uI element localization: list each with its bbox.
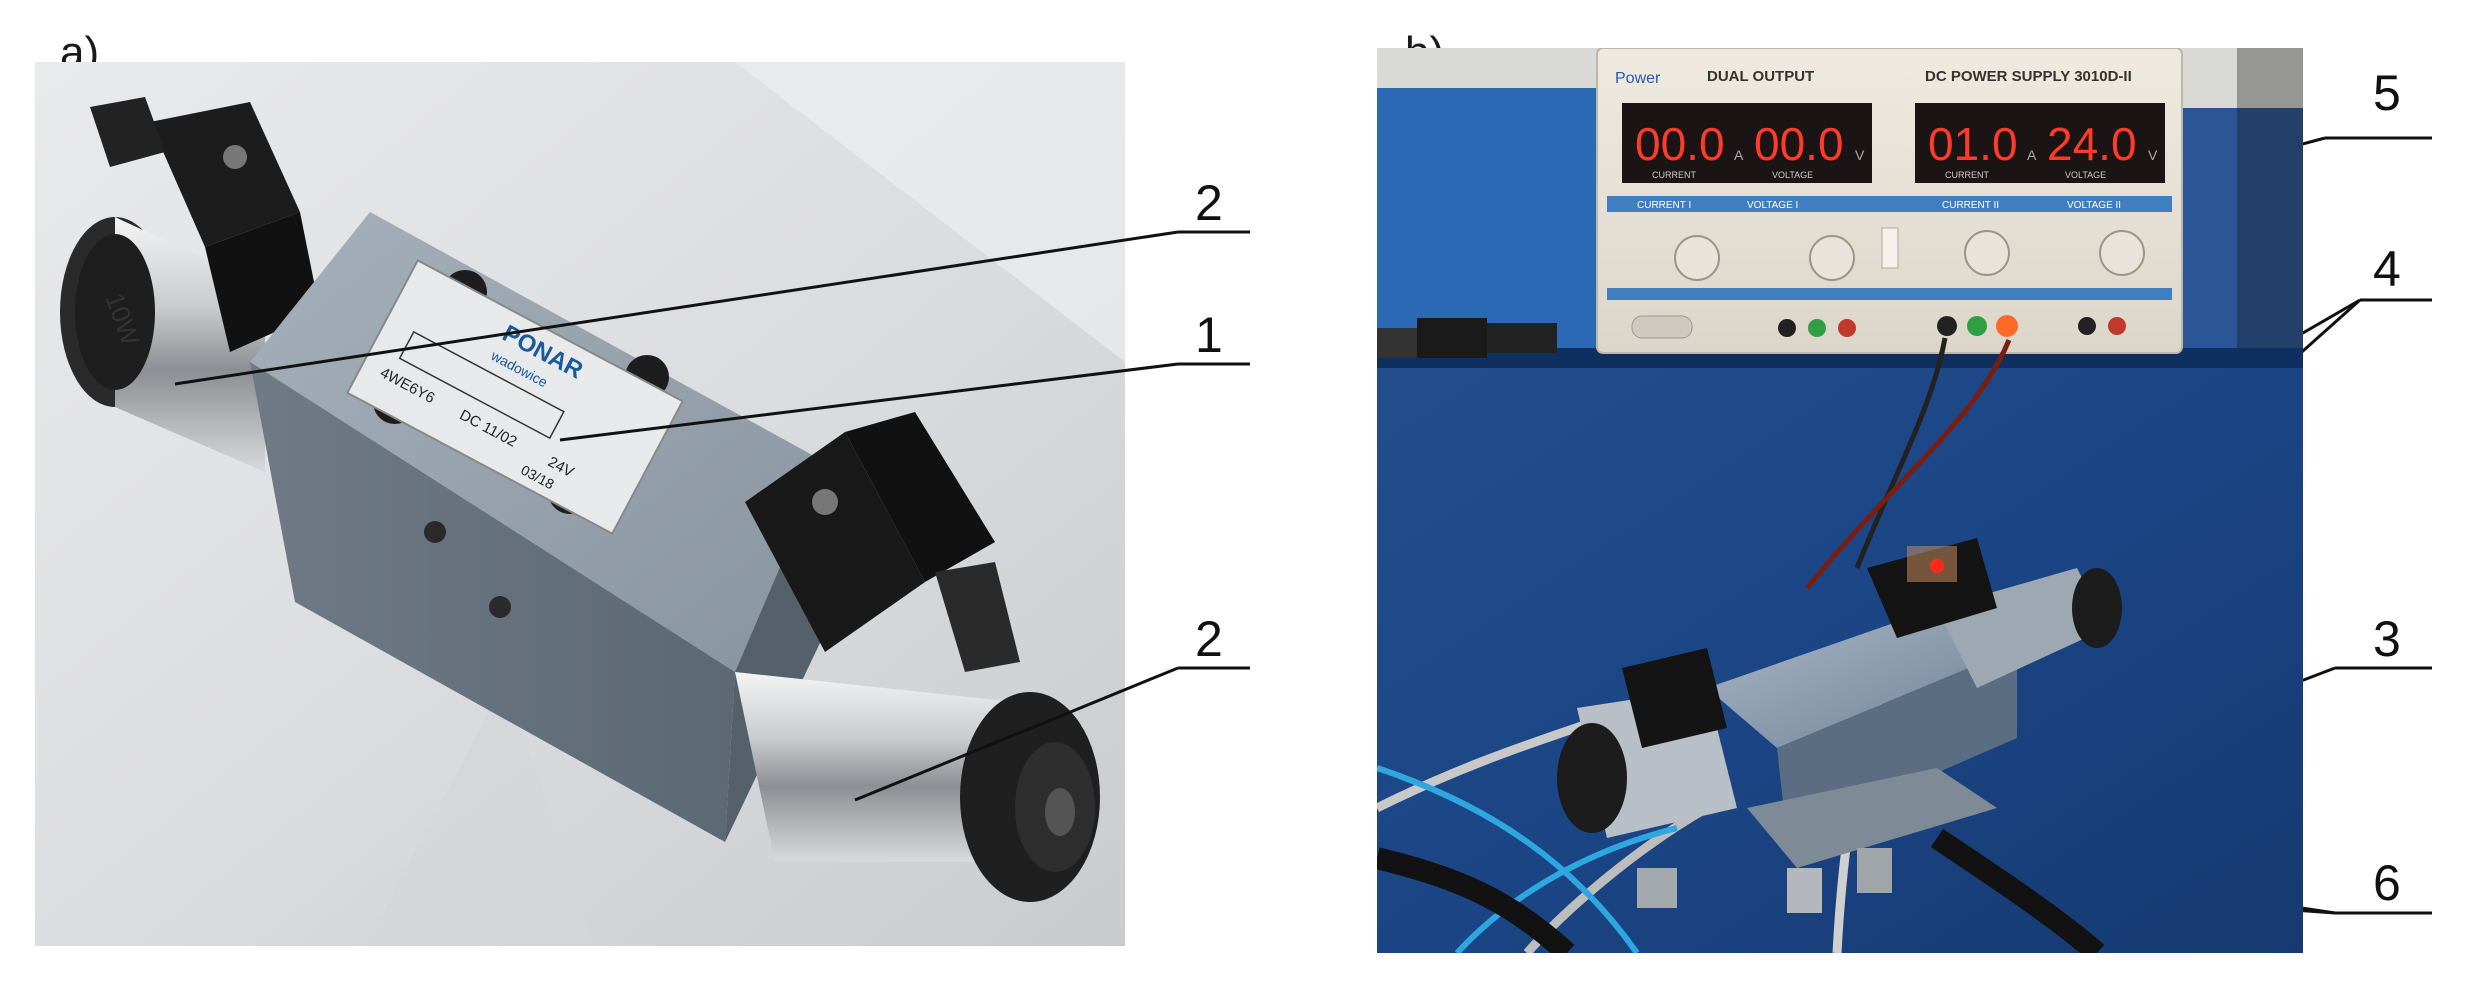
photo-b: Power DUAL OUTPUT DC POWER SUPPLY 3010D-…: [1377, 48, 2303, 953]
callout-b-5: 5: [2373, 65, 2401, 121]
svg-text:CURRENT: CURRENT: [1945, 170, 1990, 180]
svg-text:A: A: [2027, 147, 2037, 163]
svg-text:A: A: [1734, 147, 1744, 163]
power-supply: Power DUAL OUTPUT DC POWER SUPPLY 3010D-…: [1596, 48, 2183, 354]
right-connector: [745, 412, 1020, 672]
callout-a-2-upper: 2: [1195, 175, 1223, 231]
svg-text:VOLTAGE: VOLTAGE: [2065, 170, 2106, 180]
nameplate: PONAR wadowice 4WE6Y6 DC 11/02 24V 03/18: [345, 259, 685, 535]
svg-text:CURRENT I: CURRENT I: [1637, 200, 1691, 211]
svg-text:CURRENT II: CURRENT II: [1942, 200, 1999, 211]
display-1-voltage: 00.0: [1754, 118, 1844, 170]
svg-text:VOLTAGE II: VOLTAGE II: [2067, 200, 2121, 211]
right-coil: [735, 672, 1100, 902]
display-2-current: 01.0: [1928, 118, 2018, 170]
photo-a: 10W PONAR wadowice 4WE6: [35, 62, 1125, 946]
callout-line-a-2-lower: [854, 666, 1179, 802]
photo-a-illustration: 10W PONAR wadowice 4WE6: [35, 62, 1125, 946]
led-indicator: [1930, 559, 1944, 573]
callout-line-a-2-upper: [174, 230, 1179, 386]
svg-text:DUAL OUTPUT: DUAL OUTPUT: [1707, 68, 1814, 85]
display-1-current: 00.0: [1635, 118, 1725, 170]
callout-a-2-lower: 2: [1195, 611, 1223, 667]
svg-text:Power: Power: [1615, 70, 1661, 87]
svg-text:V: V: [1855, 147, 1865, 163]
callout-line-a-1: [559, 362, 1179, 442]
callout-b-6: 6: [2373, 855, 2401, 911]
callout-b-4: 4: [2373, 241, 2401, 297]
callout-a-1: 1: [1195, 307, 1223, 363]
svg-text:DC POWER SUPPLY 3010D-II: DC POWER SUPPLY 3010D-II: [1925, 68, 2132, 85]
callout-b-3: 3: [2373, 611, 2401, 667]
svg-text:VOLTAGE I: VOLTAGE I: [1747, 200, 1798, 211]
display-2-voltage: 24.0: [2047, 118, 2137, 170]
test-valve: [1557, 538, 2122, 913]
svg-text:VOLTAGE: VOLTAGE: [1772, 170, 1813, 180]
svg-text:CURRENT: CURRENT: [1652, 170, 1697, 180]
photo-b-illustration: Power DUAL OUTPUT DC POWER SUPPLY 3010D-…: [1377, 48, 2303, 953]
svg-text:V: V: [2148, 147, 2158, 163]
left-connector: [90, 97, 320, 352]
